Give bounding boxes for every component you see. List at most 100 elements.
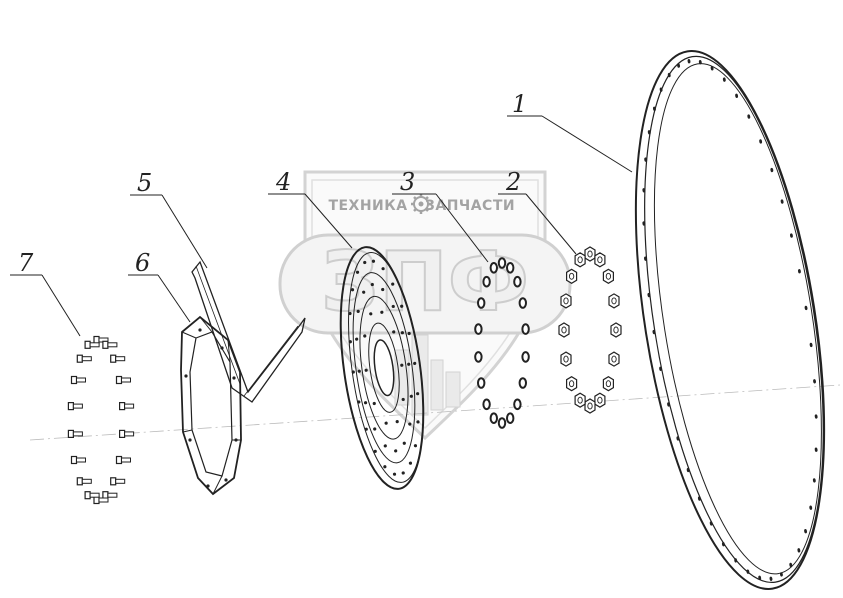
gear-icon xyxy=(411,194,431,214)
ring-hole xyxy=(644,157,648,162)
washer xyxy=(474,351,483,363)
callout-label-5: 5 xyxy=(137,169,152,197)
ring-hole xyxy=(667,402,670,407)
plate-hole xyxy=(188,438,192,442)
washer xyxy=(513,275,522,288)
bolt xyxy=(70,455,86,465)
ring-hole xyxy=(644,256,647,261)
bolt xyxy=(76,477,92,486)
disc-hole xyxy=(402,441,406,445)
disc-hole xyxy=(407,362,411,366)
callout-label-6: 6 xyxy=(135,249,150,277)
disc-hole xyxy=(392,330,396,334)
disc-hole xyxy=(384,421,388,425)
ring-hole xyxy=(758,575,762,581)
disc-hole xyxy=(364,368,368,372)
washer xyxy=(518,297,527,309)
disc-hole xyxy=(350,288,355,292)
washer xyxy=(506,412,515,425)
washer xyxy=(521,323,530,335)
callout-3: 3 xyxy=(392,168,489,263)
disc-hole xyxy=(400,363,404,367)
disc-bolt-holes xyxy=(348,259,420,476)
ring-hole xyxy=(809,505,813,510)
ring-hole xyxy=(814,447,818,452)
ring-hole xyxy=(653,106,656,112)
nut xyxy=(584,398,596,414)
ring-hole xyxy=(804,305,808,311)
disc-hole xyxy=(363,401,368,405)
nut xyxy=(574,252,586,268)
ring-hole xyxy=(647,130,651,135)
disc-hole xyxy=(416,420,420,424)
ring-hole xyxy=(659,366,662,371)
ring-hole xyxy=(759,139,763,144)
ring-hole xyxy=(676,436,680,441)
nut xyxy=(558,322,570,338)
washer xyxy=(482,398,491,411)
disc-hole xyxy=(356,309,360,313)
watermark-brand-left: ТЕХНИКА xyxy=(328,198,407,214)
bolt xyxy=(70,375,86,385)
callout-label-3: 3 xyxy=(400,168,415,196)
callout-label-2: 2 xyxy=(505,168,521,196)
nut xyxy=(574,392,586,408)
disc-hole xyxy=(391,282,395,286)
callout-6: 6 xyxy=(128,249,191,323)
bolt xyxy=(102,340,118,349)
ring-hole xyxy=(804,528,807,534)
disc-hole xyxy=(357,369,361,373)
ring-hole xyxy=(709,521,713,526)
ring-hole xyxy=(710,66,714,71)
washer xyxy=(506,262,515,274)
ring-hole xyxy=(642,221,646,226)
disc-hole xyxy=(400,304,404,308)
bolt xyxy=(76,354,92,363)
nut xyxy=(602,268,615,284)
ring-hole xyxy=(797,548,801,553)
watermark-banner xyxy=(278,233,572,335)
nut xyxy=(565,268,578,284)
ring-bolt-holes xyxy=(642,59,818,581)
part-7-bolt-ring xyxy=(67,335,135,505)
part-4-disc xyxy=(339,246,425,490)
disc-hole xyxy=(395,420,399,424)
ring-hole xyxy=(686,467,690,473)
callout-7: 7 xyxy=(10,249,81,337)
ring-hole xyxy=(697,496,701,501)
ring-hole xyxy=(647,292,651,298)
disc-hole xyxy=(409,394,413,398)
washer xyxy=(497,257,507,269)
disc-hole xyxy=(381,287,385,292)
ring-hole xyxy=(770,167,774,173)
callout-label-1: 1 xyxy=(512,90,527,118)
watermark: ЗПФ ТЕХНИКА ЗАПЧАСТИ xyxy=(278,170,572,441)
bolt xyxy=(118,429,135,438)
callout-label-4: 4 xyxy=(275,168,291,196)
ring-hole xyxy=(813,379,816,384)
washer xyxy=(477,297,486,309)
part-2-nut-ring xyxy=(558,246,622,414)
ring-hole xyxy=(790,233,793,238)
disc-hole xyxy=(363,260,367,265)
disc-hole xyxy=(383,465,387,469)
disc-hole xyxy=(413,361,417,366)
ring-hole xyxy=(721,542,725,547)
disc-hole xyxy=(355,337,359,341)
washer xyxy=(477,377,486,389)
washer xyxy=(518,377,527,389)
ring-hole xyxy=(642,188,646,193)
plate-hole xyxy=(234,438,238,442)
ring-hole xyxy=(809,342,813,348)
ring-hole xyxy=(677,63,680,68)
washer xyxy=(489,412,498,425)
washer xyxy=(489,262,498,274)
disc-hole xyxy=(357,400,361,404)
ring-hole xyxy=(698,59,702,65)
disc-hole xyxy=(364,427,368,431)
washer xyxy=(513,398,522,411)
ring-hole xyxy=(734,558,738,563)
part-6-octagon-plate xyxy=(180,315,242,496)
ring-hole xyxy=(747,114,751,119)
